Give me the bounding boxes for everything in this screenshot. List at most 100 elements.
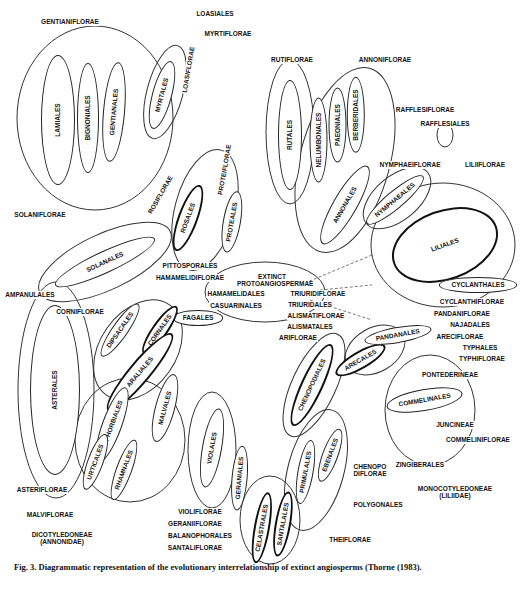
order-name: CHENOPODIALES [297,358,327,412]
order-name: PANDANALES [375,328,420,343]
order-balloon: PAEONIALES [328,88,346,163]
superorder-label: ALISMATIFLORAE [287,312,346,319]
superorder-label: ZINGIBERALES [395,461,445,468]
superorder-label: BALANOPHORALES [167,532,233,539]
order-name: NYMPHAEALES [374,181,417,219]
order-name: PAEONIALES [333,104,340,146]
superorder-label: TRIURIDIFLORAE [290,290,347,297]
superorder-label: THEIFLORAE [328,536,372,543]
order-name: ASTERALES [51,370,58,409]
order-name: SOLANALES [85,250,124,273]
superorder-label: LOASIFLORAE [180,45,196,94]
superorder-label: HAMAMELIDIFLORAE [155,274,225,281]
order-name: CYCLANTHALES [451,281,504,288]
superorder-label: ROSIFLORAE [146,174,175,216]
order-balloon: CYCLANTHALES [439,277,517,292]
superorder-label: SANTALIFLORAE [167,544,223,551]
order-name: SANTALALES [276,502,291,546]
superorder-label: DICOTYLEDONEAE (ANNONIDAE) [24,531,101,546]
order-balloon: PANDANALES [363,321,432,348]
order-balloon: PRIMULALES [291,439,318,506]
superorder-label: MONOCOTYLEDONEAE (LILIIDAE) [414,485,496,500]
order-name: EBENALES [321,437,340,473]
order-balloon: RUTALES [278,80,302,190]
superorder-label: EXTINCT PROTOANGIOSPERMAE [236,273,308,288]
order-name: NELUMBONALES [314,113,321,168]
order-balloon: FAGALES [173,310,224,325]
order-balloon: VIOLALES [195,407,229,489]
superorder-label: ASTERIFLORAE [16,486,69,493]
order-balloon: MYRTALES [143,59,180,132]
superorder-label: PROTEIFLORAE [216,143,233,196]
order-balloon: URTICALES [77,432,112,493]
superorder-label: GERANIIFLORAE [167,520,223,527]
superorder-label: RUTIFLORAE [270,56,314,63]
superorder-label: ARIFLORAE [278,334,318,341]
order-balloon: LAMIALES [41,55,75,185]
order-name: ARECALES [343,348,378,372]
order-name: MYRTALES [154,77,170,113]
superorder-label: MYRTIFLORAE [204,30,253,37]
superorder-label: NYMPHAEIFLORAE [378,161,441,168]
order-balloon: CELASTRALES [248,491,276,564]
order-name: VIOLALES [206,431,219,464]
order-name: GERANIALES [235,456,246,499]
order-balloon: BERBERIDALES [347,77,365,153]
order-balloon: PROTEALES [218,190,246,254]
order-name: RUTALES [286,120,293,150]
order-balloon: GENTIANALES [99,61,130,163]
superorder-label: ANNONIFLORAE [358,56,412,63]
superorder-label: RAFFLESIFLORAE [395,106,456,113]
order-balloon: SANTALALES [269,490,296,558]
superorder-label: COMMELINIFLORAE [445,436,511,443]
order-name: BERBERIDALES [352,89,359,140]
order-name: LAMIALES [54,103,61,136]
order-name: ANNONALES [332,185,359,224]
superorder-label: POLYGONALES [352,501,403,508]
order-name: MALVALES [157,390,173,425]
superorder-label: RAFFLESIALES [419,120,470,127]
order-name: CELASTRALES [254,504,269,553]
order-balloon: SOLANALES [51,229,160,295]
order-balloon: COMMELINALES [385,382,465,417]
order-name: COMMELINALES [398,392,451,408]
superorder-label: HAMAMELIDALES [206,290,265,297]
order-name: ARALIALES [125,355,154,388]
superorder-label: TRIURIDALES [287,301,333,308]
order-name: RHAMNALES [114,449,135,490]
superorder-label: SOLANIFLORAE [13,211,66,218]
order-balloon: EBENALES [313,426,347,485]
order-name: FAGALES [183,314,214,321]
order-balloon: NELUMBONALES [309,98,327,183]
superorder-label: VIOLIFLORAE [177,508,223,515]
superorder-label: LOASIALES [195,10,234,17]
superorder-label: MALVIFLORAE [26,511,74,518]
order-balloon: ASTERALES [30,305,80,475]
superorder-label: PITTOSPORALES [162,262,219,269]
superorder-label: CHENOPO DIFLORAE [352,463,388,478]
superorder-label: NAJADALES [449,321,491,328]
superorder-label: CORNIFLORAE [55,308,105,315]
order-name: ROSALES [179,202,196,234]
order-balloon: BIGNONIALES [77,63,99,173]
superorder-label: JUNCINEAE [435,421,475,428]
superorder-label: ALISMATALES [286,323,333,330]
superorder-label: TYPHALES [462,344,499,351]
superorder-label: PANDANIFLORAE [433,310,491,317]
order-name: DIPSACALES [105,311,135,349]
order-name: LILIALES [430,237,460,254]
superorder-label: ARECIFLORAE [436,333,485,340]
figure-caption: Fig. 3. Diagrammatic representation of t… [14,562,514,573]
superorder-label: CYCLANTHIFLORAE [439,298,505,305]
order-name: PRIMULALES [298,451,312,494]
superorder-label: PONTEDERINEAE [421,371,479,378]
order-balloon: GERANIALES [229,445,251,511]
superorder-label: AMPANULALES [4,291,55,298]
superorder-label: GENTIANIFLORAE [40,18,100,25]
order-name: GENTIANALES [108,88,119,135]
superorder-label: CASUARINALES [209,302,263,309]
superorder-label: LILIIFLORAE [464,161,506,168]
order-balloon: CHENOPODIALES [283,340,341,431]
order-name: PROTEALES [225,202,239,242]
